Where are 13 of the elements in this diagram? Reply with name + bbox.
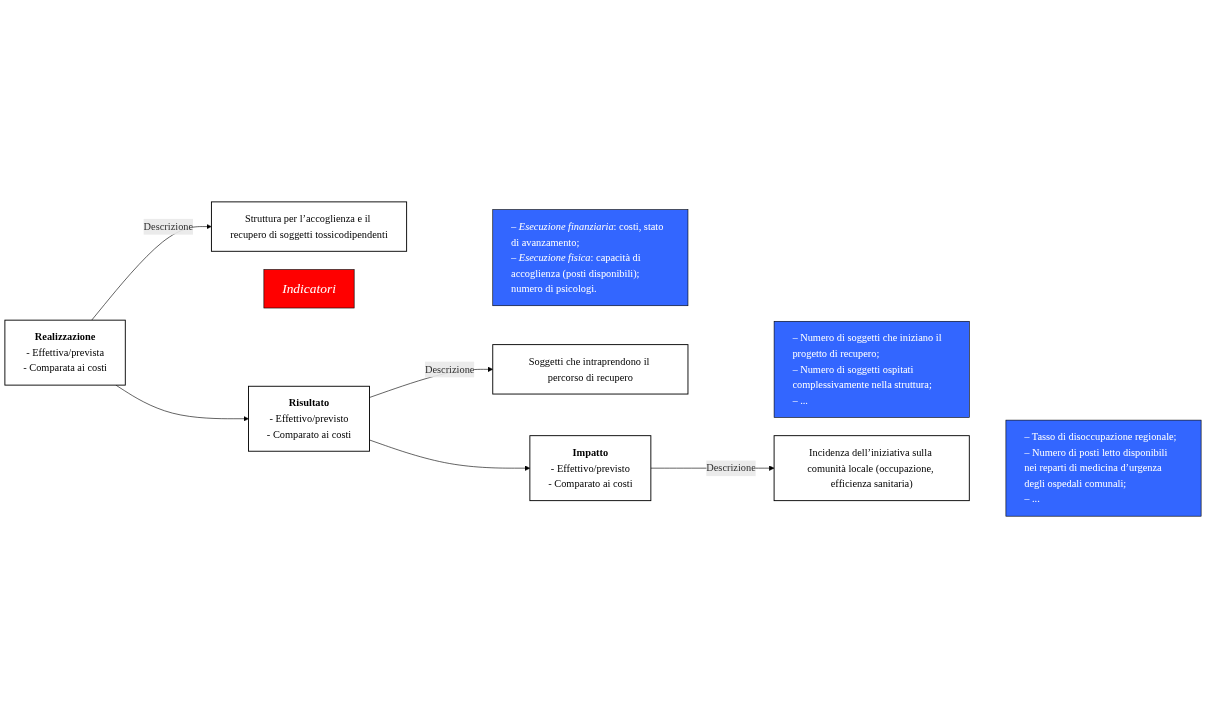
edge-label: Descrizione bbox=[424, 363, 475, 376]
node-box: – Numero di soggetti che iniziano il progetto di recupero; – Numero di soggetti ospitati complessivamente nella struttura; – ... bbox=[773, 321, 970, 419]
edge-label: Descrizione bbox=[706, 462, 756, 475]
node-box: Soggetti che intraprendono il percorso di recupero bbox=[492, 344, 689, 395]
node-box: Realizzazione - Effettiva/prevista - Comparata ai costi bbox=[4, 320, 126, 387]
node-box: Impatto - Effettivo/previsto - Comparato ai costi bbox=[529, 435, 652, 502]
node-box: – Tasso di disoccupazione regionale; – Numero di posti letto disponibili nei reparti di medicina d’urgenza degli ospedali comunali; – ... bbox=[1005, 420, 1202, 517]
node-box: Incidenza dell’iniziativa sulla comunità locale (occupazione, efficienza sanitaria) bbox=[773, 435, 970, 502]
node-box: Indicatori bbox=[263, 269, 355, 309]
edge-label: Descrizione bbox=[143, 221, 194, 233]
node-box: Risultato - Effettivo/previsto - Comparato ai costi bbox=[248, 386, 370, 453]
node-box: Struttura per l’accoglienza e il recupero di soggetti tossicodipendenti bbox=[210, 201, 408, 253]
node-box: – Esecuzione finanziaria: costi, stato di avanzamento; – Esecuzione fisica: capacità di accoglienza (posti disponibili); numero di psicologi. bbox=[492, 209, 689, 307]
